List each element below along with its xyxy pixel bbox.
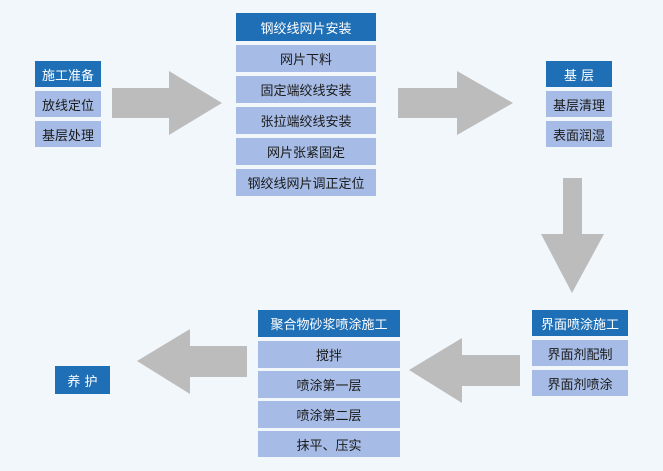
step-construction-prep-title: 施工准备 [35, 61, 101, 87]
arrow-interface-to-mortar [409, 338, 520, 403]
step-polymer-mortar-title: 聚合物砂浆喷涂施工 [258, 310, 400, 337]
step-item-mixing: 搅拌 [258, 341, 400, 368]
step-item-smoothing: 抹平、压实 [258, 431, 400, 457]
step-base-layer-title: 基 层 [546, 61, 612, 87]
step-item-second-coat: 喷涂第二层 [258, 401, 400, 428]
step-item-base-treatment: 基层处理 [35, 121, 101, 147]
step-item-fixed-end-install: 固定端绞线安装 [236, 76, 376, 103]
step-item-layout-positioning: 放线定位 [35, 91, 101, 117]
arrow-mortar-to-curing [137, 329, 247, 394]
step-item-mesh-alignment: 钢绞线网片调正定位 [236, 169, 376, 196]
step-interface-agent: 界面喷涂施工 界面剂配制 界面剂喷涂 [532, 310, 628, 396]
step-base-layer: 基 层 基层清理 表面润湿 [546, 61, 612, 147]
step-curing: 养 护 [55, 366, 110, 394]
step-item-surface-wetting: 表面润湿 [546, 121, 612, 147]
step-item-mesh-tensioning: 网片张紧固定 [236, 138, 376, 165]
step-item-first-coat: 喷涂第一层 [258, 371, 400, 398]
arrow-mesh-to-base [398, 71, 513, 135]
step-interface-agent-title: 界面喷涂施工 [532, 310, 628, 336]
step-item-agent-mixing: 界面剂配制 [532, 340, 628, 366]
step-item-base-cleaning: 基层清理 [546, 91, 612, 117]
step-polymer-mortar: 聚合物砂浆喷涂施工 搅拌 喷涂第一层 喷涂第二层 抹平、压实 [258, 310, 400, 457]
arrow-prep-to-mesh [112, 71, 222, 135]
step-item-mesh-cutting: 网片下料 [236, 45, 376, 72]
step-curing-title: 养 护 [55, 366, 110, 394]
step-construction-prep: 施工准备 放线定位 基层处理 [35, 61, 101, 147]
step-item-tension-end-install: 张拉端绞线安装 [236, 107, 376, 134]
arrow-base-to-interface [541, 178, 604, 293]
step-strand-mesh-install: 钢绞线网片安装 网片下料 固定端绞线安装 张拉端绞线安装 网片张紧固定 钢绞线网… [236, 13, 376, 196]
step-item-agent-spraying: 界面剂喷涂 [532, 370, 628, 396]
step-strand-mesh-install-title: 钢绞线网片安装 [236, 13, 376, 41]
